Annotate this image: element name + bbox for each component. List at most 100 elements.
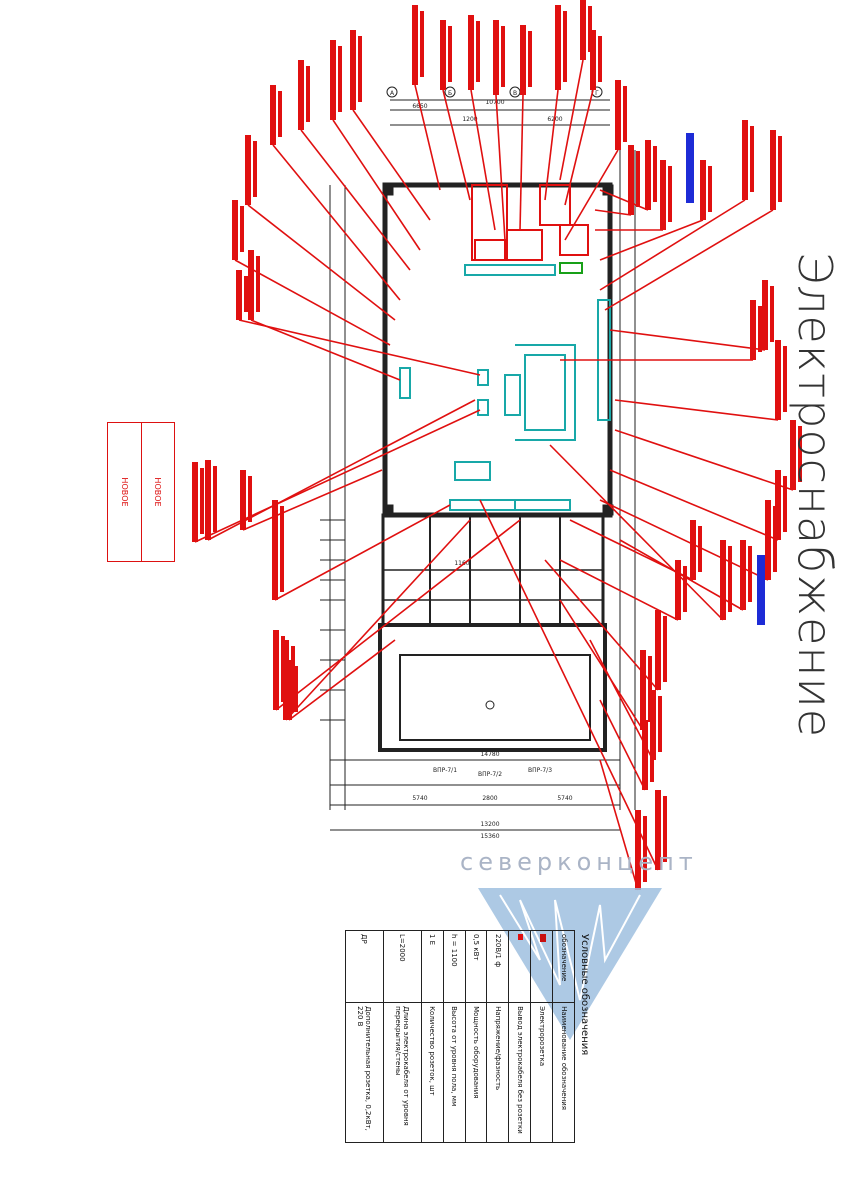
- cable-leader-line: [272, 144, 401, 301]
- cable-label-block: [273, 630, 279, 710]
- cable-leader-line: [569, 519, 694, 581]
- cable-label-block: [783, 476, 787, 532]
- cable-label-block: [655, 610, 661, 690]
- cable-leader-line: [207, 399, 476, 541]
- cable-label-block: [775, 470, 781, 540]
- cable-label-block: [623, 86, 627, 142]
- cable-label-block: [775, 340, 781, 420]
- cable-leaders: [194, 59, 794, 891]
- blue-notes: [686, 133, 765, 625]
- cable-leader-line: [442, 89, 471, 201]
- cable-label-block: [770, 286, 774, 342]
- cable-leader-line: [194, 409, 481, 543]
- cable-label-block: [728, 546, 732, 612]
- cable-label-block: [240, 206, 244, 252]
- legend-text: Высота от уровня пола, мм: [443, 1002, 466, 1143]
- cable-label-block: [205, 460, 211, 540]
- cable-label-block: [563, 11, 567, 82]
- cable-label-block: [291, 646, 295, 712]
- legend-row: ДР Дополнительная розетка, 0,2кВт, 220 В: [345, 930, 384, 1143]
- dimension-label: 5740: [412, 795, 427, 802]
- cable-leader-line: [275, 519, 521, 711]
- cable-label-block: [655, 790, 661, 870]
- legend-text: Количество розеток, шт: [421, 1002, 444, 1143]
- cable-label-block: [650, 726, 654, 782]
- cable-leader-line: [285, 519, 471, 721]
- cable-label-block: [653, 146, 657, 202]
- dimension-label: 13200: [480, 821, 499, 828]
- legend-code: 0,5 кВт: [465, 930, 487, 1003]
- cable-leader-line: [599, 219, 704, 261]
- cable-leader-line: [594, 209, 632, 216]
- legend-table: обозначение Наименование обозначения Эле…: [345, 930, 575, 1143]
- logo-mark: [478, 888, 662, 1040]
- cable-label-block: [528, 31, 532, 87]
- legend-row: h = 1100 Высота от уровня пола, мм: [443, 930, 466, 1143]
- cable-leader-line: [559, 59, 584, 181]
- legend-text: Мощность оборудования: [465, 1002, 487, 1143]
- cable-label-block: [420, 11, 424, 77]
- cable-label-block: [640, 650, 646, 730]
- cable-label-block: [232, 200, 238, 260]
- cable-leader-line: [544, 89, 559, 201]
- cable-label-block: [740, 540, 746, 610]
- cable-label-block: [598, 36, 602, 82]
- cable-label-block: [493, 20, 499, 95]
- new-label-box: НОВОЕ НОВОЕ: [107, 422, 175, 562]
- cable-label-block: [468, 15, 474, 90]
- green-equipment: [559, 262, 583, 274]
- axis-label: Б: [448, 90, 452, 97]
- cable-label-block: [660, 160, 666, 230]
- dimension-label: 2800: [482, 795, 497, 802]
- legend-text: Дополнительная розетка, 0,2кВт, 220 В: [345, 1002, 384, 1143]
- cable-label-block: [778, 136, 782, 202]
- cable-leader-line: [599, 699, 646, 791]
- cable-label-block: [675, 560, 681, 620]
- cable-label-block: [306, 66, 310, 122]
- dimension-label: 14780: [480, 751, 499, 758]
- cable-label-block: [642, 720, 648, 790]
- new-label: НОВОЕ: [107, 422, 141, 562]
- dimension-label: 1200: [462, 116, 477, 123]
- cable-label-block: [590, 30, 596, 90]
- cable-leader-line: [604, 209, 774, 311]
- cable-label-block: [358, 36, 362, 102]
- cable-leader-line: [609, 469, 779, 541]
- cable-label-block: [248, 250, 254, 320]
- cable-label-block: [253, 141, 257, 197]
- cable-label-block: [248, 476, 252, 522]
- cable-leader-line: [470, 89, 496, 231]
- cable-leader-line: [479, 499, 659, 871]
- cable-label-block: [412, 5, 418, 85]
- cable-label-block: [476, 21, 480, 82]
- cable-label-block: [270, 85, 276, 145]
- cable-label-block: [663, 796, 667, 862]
- cable-label-block: [588, 6, 592, 52]
- cable-label-block: [628, 145, 634, 215]
- cable-leader-line: [564, 149, 619, 241]
- cable-leader-line: [234, 259, 391, 346]
- cable-label-block: [783, 346, 787, 412]
- cable-label-block: [240, 470, 246, 530]
- cable-label-block: [244, 276, 248, 312]
- cable-label-block: [555, 5, 561, 90]
- cable-label-block: [636, 151, 640, 207]
- cable-leader-line: [599, 189, 649, 211]
- legend-code: ДР: [345, 930, 384, 1003]
- cable-label-block: [658, 696, 662, 752]
- cable-leader-line: [238, 319, 481, 376]
- cable-label-block: [742, 120, 748, 200]
- electrical-rooms: [471, 184, 589, 261]
- cable-label-block: [280, 506, 284, 592]
- cable-label-block: [281, 636, 285, 702]
- cable-leader-line: [599, 199, 746, 291]
- cable-leader-line: [300, 129, 411, 271]
- cable-label-block: [748, 546, 752, 602]
- cable-label-block: [350, 30, 356, 110]
- cable-label-block: [750, 126, 754, 192]
- dimension-label: 5740: [557, 795, 572, 802]
- cable-label-block: [298, 60, 304, 130]
- legend-row: L=2000 Длина электрокабеля от уровня пер…: [383, 930, 422, 1143]
- cable-label-block: [650, 690, 656, 760]
